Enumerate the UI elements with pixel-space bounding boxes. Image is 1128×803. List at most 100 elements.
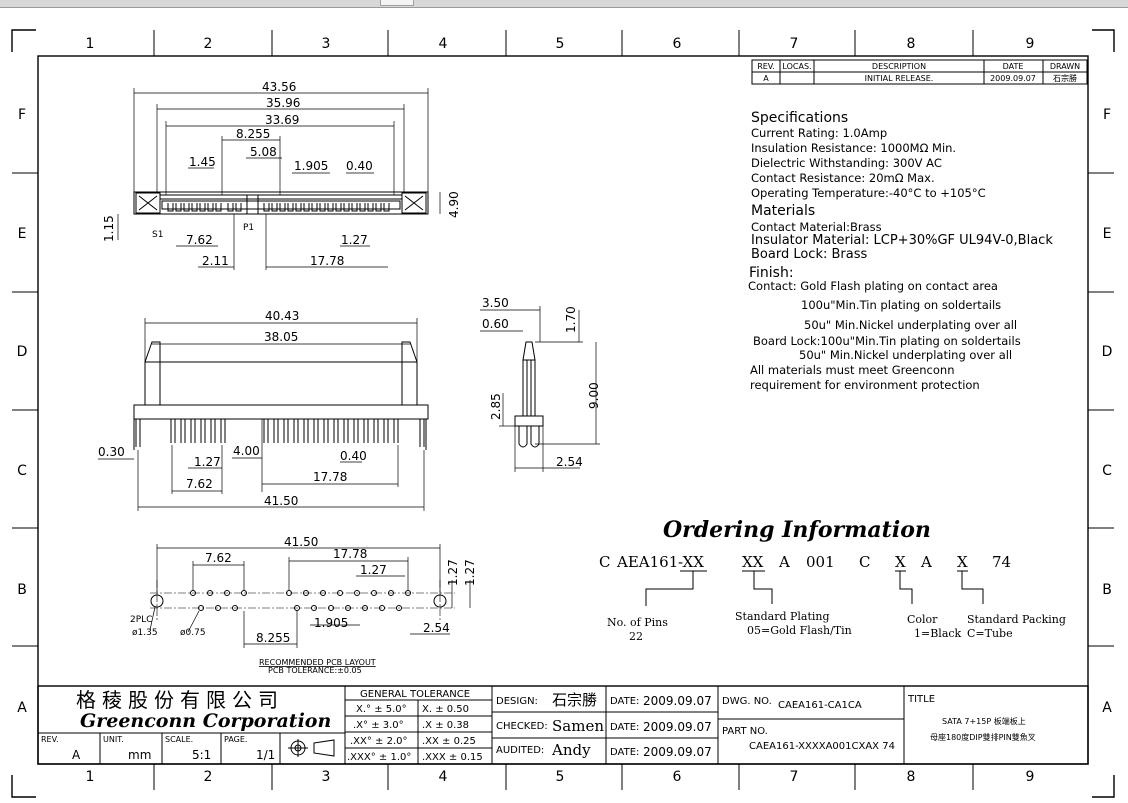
code-part-c2: C: [859, 553, 870, 571]
window-tab[interactable]: [380, 0, 414, 6]
front-dim-4-00: 4.00: [233, 444, 260, 458]
pcb-dim-1-27-b: 1.27: [446, 559, 460, 586]
front-dim-17-78: 17.78: [313, 470, 347, 484]
pcb-holes: [190, 590, 411, 611]
zone-col-6-bottom: 6: [673, 769, 682, 785]
label-color-2: 1=Black: [914, 627, 962, 640]
top-dim-0-40: 0.40: [346, 159, 373, 173]
dwg-no-label: DWG. NO.: [722, 696, 772, 707]
zone-col-1-top: 1: [86, 36, 95, 52]
pcb-dim-1-27-c: 1.27: [463, 559, 477, 586]
front-dim-38-05: 38.05: [264, 330, 298, 344]
zone-col-6-top: 6: [673, 36, 682, 52]
ordering-information: Ordering Information C AEA161 -XX XX A 0…: [599, 517, 1066, 643]
zone-col-5-top: 5: [556, 36, 565, 52]
audited-label: AUDITED:: [496, 745, 544, 756]
unit-value: mm: [128, 748, 151, 762]
zone-col-8-top: 8: [907, 36, 916, 52]
top-pin-p1: P1: [243, 223, 254, 233]
front-dim-41-50: 41.50: [264, 494, 298, 508]
pcb-caption: RECOMMENDED PCB LAYOUT: [259, 658, 376, 667]
part-no-value: CAEA161-XXXXA001CXAX 74: [749, 741, 895, 752]
code-part-74: 74: [992, 553, 1011, 571]
front-view: 40.43 38.05 0.30 1.27 4.00 0.40 7.62 17.…: [98, 309, 429, 511]
code-part-series: AEA161: [616, 553, 678, 571]
tol-angle-1: X.° ± 5.0°: [356, 704, 407, 715]
pcb-dim-8-255: 8.255: [256, 631, 290, 645]
top-view: 43.56 35.96 33.69 8.255 5.08 1.45 1.905 …: [102, 80, 461, 270]
label-pins-1: No. of Pins: [607, 616, 668, 629]
date-label-1: DATE:: [610, 696, 639, 707]
zone-row-labels: F E D C B A F E D C B A: [17, 107, 1113, 716]
top-dim-4-90: 4.90: [447, 191, 461, 218]
title-block: 格稜股份有限公司 Greenconn Corporation REV. A UN…: [37, 685, 1089, 765]
finish-line-6: All materials must meet Greenconn: [750, 363, 954, 377]
side-dim-1-70: 1.70: [564, 306, 578, 333]
side-view: 3.50 0.60 1.70 2.85 9.00 2.54: [480, 296, 601, 472]
zone-row-a-right: A: [1102, 700, 1112, 716]
date-label-2: DATE:: [610, 722, 639, 733]
pcb-dim-41-50: 41.50: [284, 535, 318, 549]
zone-col-9-top: 9: [1026, 36, 1035, 52]
top-dim-1-905: 1.905: [294, 159, 328, 173]
rev-value: A: [72, 748, 81, 762]
tol-linear-1: X. ± 0.50: [422, 704, 469, 715]
rev-row-rev: A: [763, 74, 769, 83]
rev-row-date: 2009.09.07: [990, 74, 1036, 83]
top-dim-2-11: 2.11: [202, 254, 229, 268]
zone-row-d-right: D: [1102, 344, 1113, 360]
finish-line-7: requirement for environment protection: [750, 378, 980, 392]
rev-header-date: DATE: [1003, 62, 1024, 71]
code-part-packing: X: [957, 553, 968, 571]
window-top-bar: [0, 0, 1128, 8]
zone-row-c-right: C: [1102, 463, 1112, 479]
zone-row-f-left: F: [18, 107, 26, 123]
pcb-hole-2plc: 2PLC: [130, 615, 152, 625]
top-pin-s1: S1: [152, 230, 163, 240]
zone-col-3-top: 3: [322, 36, 331, 52]
front-dim-0-30: 0.30: [98, 445, 125, 459]
front-dim-40-43: 40.43: [265, 309, 299, 323]
title-label: TITLE: [907, 694, 935, 705]
specifications-block: Specifications Current Rating: 1.0Amp In…: [748, 110, 1053, 392]
zone-column-labels: 1 2 3 4 5 6 7 8 9 1 2 3 4 5 6 7 8 9: [86, 36, 1035, 785]
rev-header-description: DESCRIPTION: [872, 62, 926, 71]
zone-col-8-bottom: 8: [907, 769, 916, 785]
pcb-layout: 41.50 7.62 17.78 1.27 1.27 1.27 1.905 8.…: [130, 535, 477, 675]
finish-line-2: 100u"Min.Tin plating on soldertails: [801, 298, 1001, 312]
pcb-hole-0-75: ø0.75: [180, 628, 206, 638]
side-dim-3-50: 3.50: [482, 296, 509, 310]
zone-col-4-bottom: 4: [439, 769, 448, 785]
zone-col-2-bottom: 2: [204, 769, 213, 785]
zone-col-7-bottom: 7: [790, 769, 799, 785]
date-label-3: DATE:: [610, 747, 639, 758]
zone-col-5-bottom: 5: [556, 769, 565, 785]
zone-row-c-left: C: [17, 463, 27, 479]
label-pins-2: 22: [629, 630, 643, 643]
tol-linear-3: .XX ± 0.25: [422, 736, 476, 747]
rev-header-drawn: DRAWN: [1050, 62, 1080, 71]
design-label: DESIGN:: [496, 696, 538, 707]
top-dim-43-56: 43.56: [262, 80, 296, 94]
zone-col-4-top: 4: [439, 36, 448, 52]
pcb-dim-2-54: 2.54: [423, 621, 450, 635]
front-dim-1-27: 1.27: [194, 455, 221, 469]
page-value: 1/1: [256, 748, 275, 762]
tol-angle-4: .XXX° ± 1.0°: [347, 752, 411, 763]
zone-col-1-bottom: 1: [86, 769, 95, 785]
dwg-no-value: CAEA161-CA1CA: [778, 700, 862, 711]
tol-angle-3: .XX° ± 2.0°: [350, 736, 408, 747]
finish-heading: Finish:: [749, 265, 794, 281]
top-dim-5-08: 5.08: [250, 145, 277, 159]
side-dim-0-60: 0.60: [482, 317, 509, 331]
zone-row-d-left: D: [17, 344, 28, 360]
checked-value: Samen: [552, 717, 604, 735]
design-value: 石宗勝: [552, 691, 597, 709]
projection-symbol-icon: [288, 739, 335, 757]
spec-line-4: Contact Resistance: 20mΩ Max.: [751, 171, 935, 185]
zone-row-b-left: B: [17, 582, 27, 598]
revision-table: REV. LOCAS. DESCRIPTION DATE DRAWN A INI…: [751, 59, 1088, 85]
code-part-a1: A: [778, 553, 790, 571]
title-line-1: SATA 7+15P 板端板上: [942, 716, 1026, 726]
